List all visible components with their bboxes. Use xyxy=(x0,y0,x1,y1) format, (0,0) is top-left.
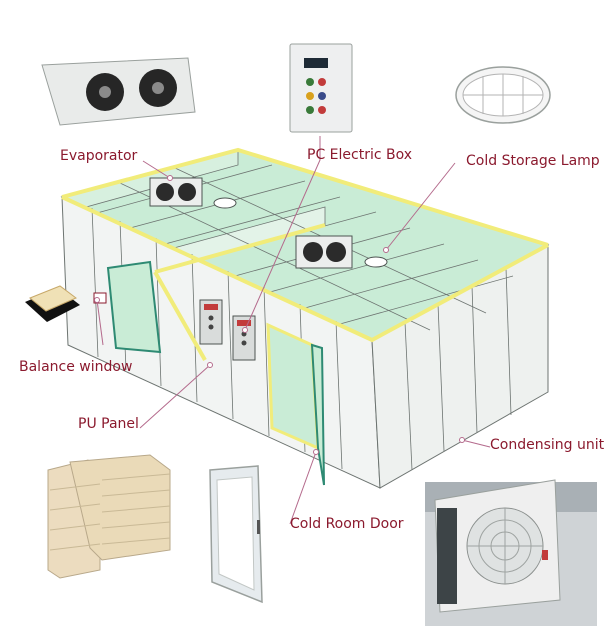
leader-dots xyxy=(94,175,465,455)
ceiling-lamp-left xyxy=(213,197,237,209)
control-box-icon xyxy=(289,43,353,133)
leader-lines xyxy=(96,136,491,525)
condensing-unit-label: Condensing unit xyxy=(490,437,605,453)
pu-panel-label: PU Panel xyxy=(78,416,139,432)
door-icon xyxy=(209,465,263,604)
cold-storage-lamp-label: Cold Storage Lamp xyxy=(466,153,600,169)
front-door-opening xyxy=(266,322,320,451)
frame-edges xyxy=(61,147,549,361)
wall-control-boxes xyxy=(199,299,256,361)
condenser-icon xyxy=(425,479,597,626)
cold-room xyxy=(60,147,550,489)
ceiling-lamp-right xyxy=(364,256,388,268)
ceiling-evaporator-left xyxy=(149,177,203,207)
balance-window-icon xyxy=(25,285,80,322)
lamp-icon xyxy=(455,66,551,124)
panel-stack-icon xyxy=(47,454,171,579)
left-swing-door xyxy=(106,260,162,354)
cold-room-door-label: Cold Room Door xyxy=(290,516,404,532)
evaporator-label: Evaporator xyxy=(60,148,138,164)
balance-window-label: Balance window xyxy=(19,359,133,375)
front-door-leaf xyxy=(310,343,325,486)
pc-electric-box-label: PC Electric Box xyxy=(307,147,413,163)
ceiling-evaporator-right xyxy=(295,235,353,269)
balance-window-port xyxy=(93,292,107,304)
evaporator-icon xyxy=(41,57,196,126)
